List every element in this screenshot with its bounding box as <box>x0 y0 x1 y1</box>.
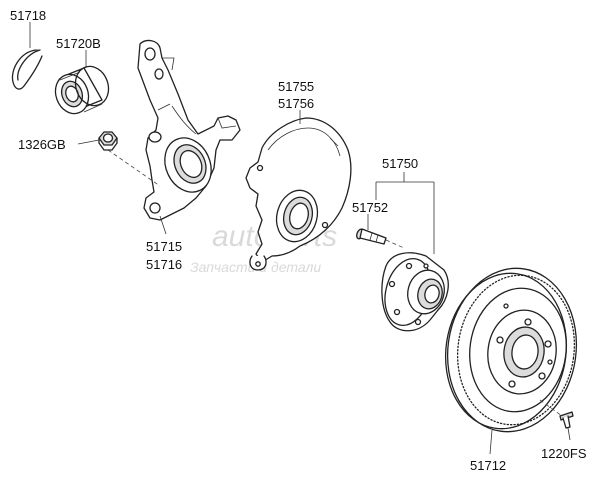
label-hub-nut: 1326GB <box>18 137 66 152</box>
label-dust-cover-2: 51756 <box>278 96 314 111</box>
disc-screw-part <box>559 411 574 429</box>
leader-lines <box>29 22 571 455</box>
label-hub-assembly: 51750 <box>382 156 418 171</box>
assembly-axis-lines <box>107 149 563 417</box>
label-dust-cover-1: 51755 <box>278 79 314 94</box>
label-hub-bolt: 51752 <box>352 200 388 215</box>
label-knuckle-1: 51715 <box>146 239 182 254</box>
hub-bolt-part <box>356 228 387 245</box>
hub-assembly-part <box>381 252 449 332</box>
brake-disc-part <box>444 267 578 433</box>
retaining-ring-part <box>11 49 43 90</box>
label-retaining-ring: 51718 <box>10 8 46 23</box>
wheel-bearing-part <box>54 65 110 115</box>
label-brake-disc: 51712 <box>470 458 506 473</box>
label-disc-screw: 1220FS <box>541 446 587 461</box>
dust-cover-part <box>245 117 352 271</box>
steering-knuckle-part <box>137 39 241 221</box>
hub-nut-part <box>98 131 118 151</box>
label-wheel-bearing: 51720B <box>56 36 101 51</box>
label-knuckle-2: 51716 <box>146 257 182 272</box>
